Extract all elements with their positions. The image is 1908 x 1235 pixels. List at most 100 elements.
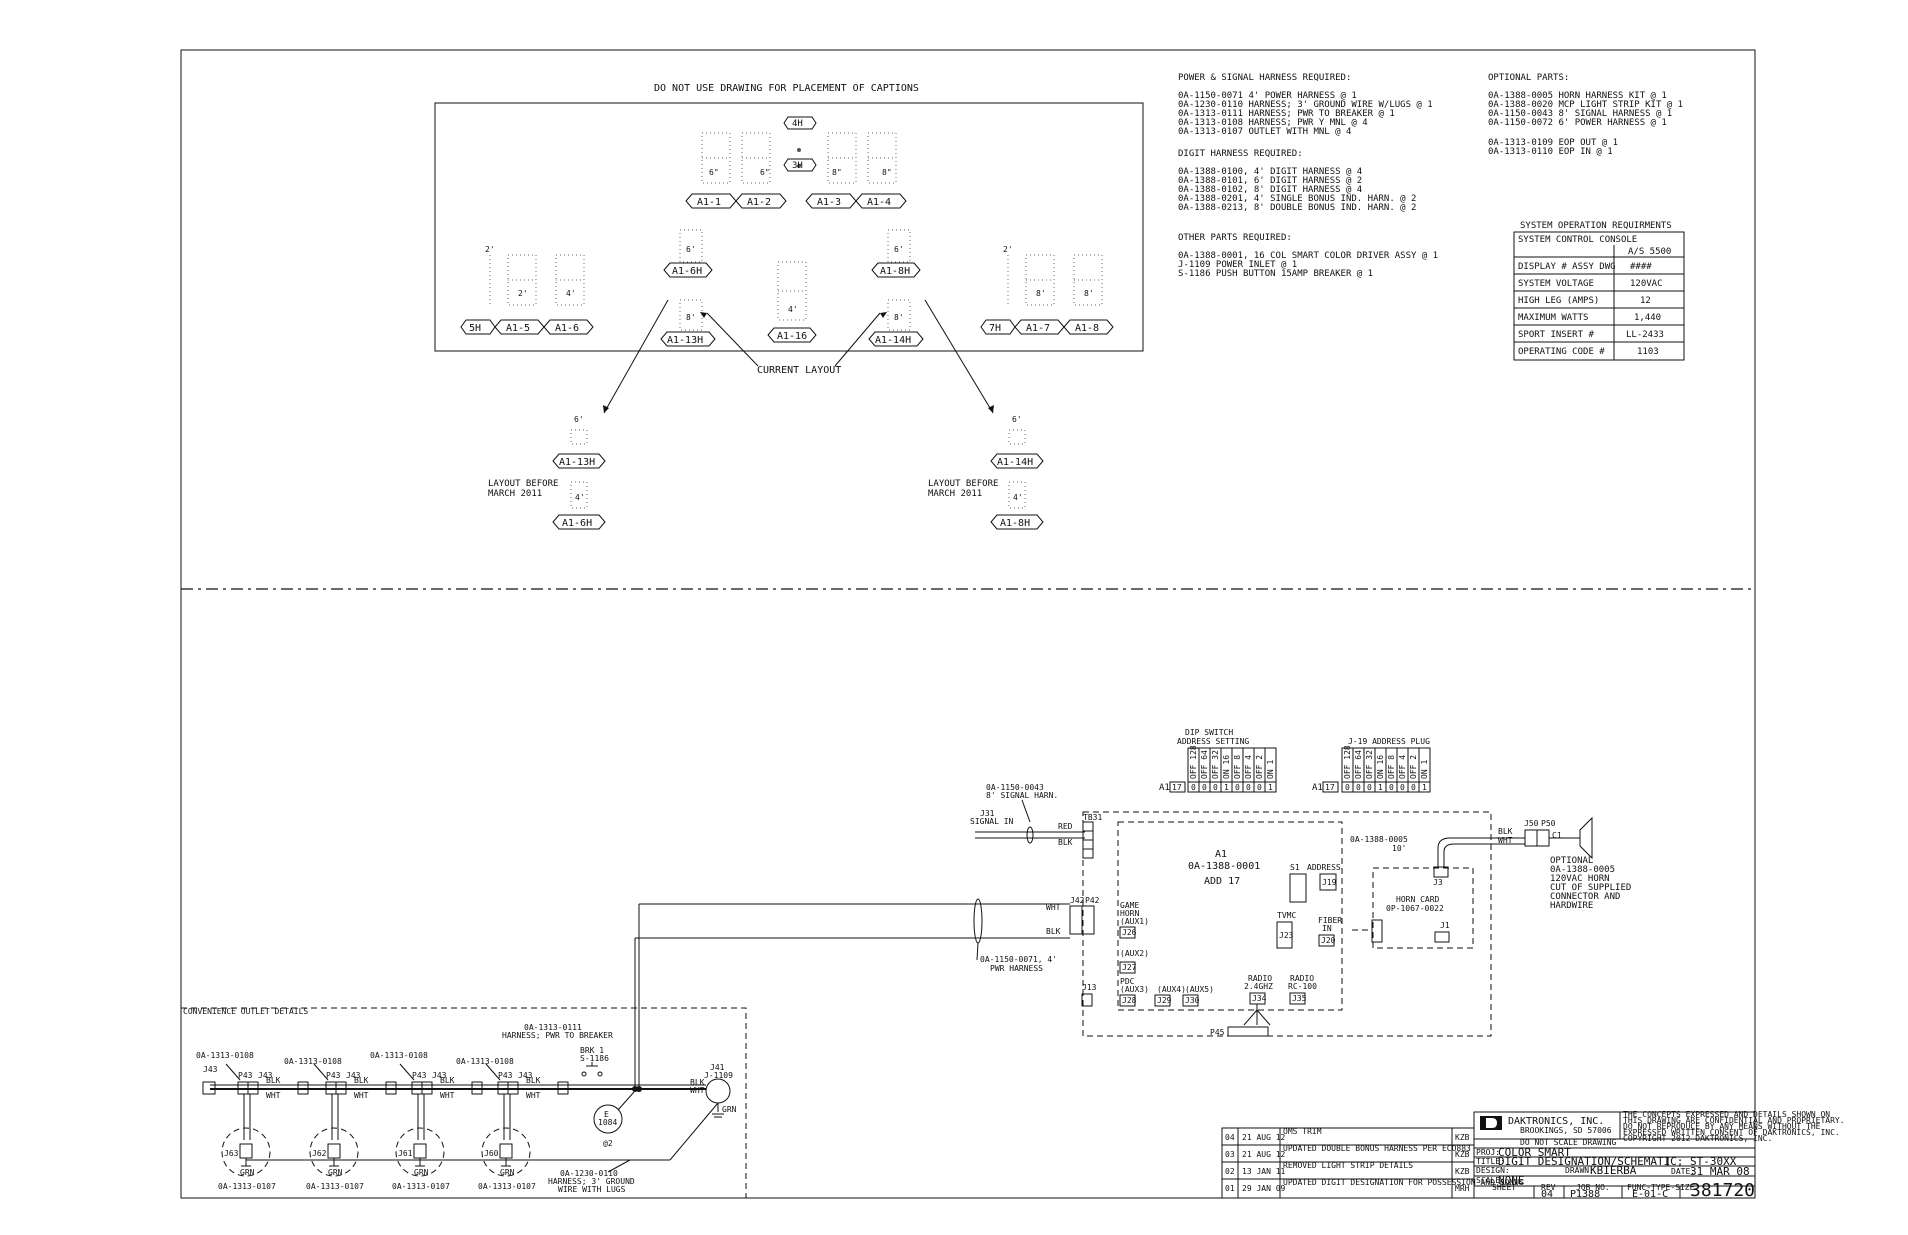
- right-indicator-bottom-addr: A1-14H: [875, 335, 911, 346]
- svg-text:SHEET: SHEET: [1492, 1183, 1516, 1192]
- before-right-inner: 4': [1013, 493, 1023, 502]
- dip-label: OFF 8: [1233, 755, 1242, 779]
- optional-item: 0A-1150-0043 8' SIGNAL HARNESS @ 1: [1488, 109, 1672, 119]
- p50: P50: [1541, 819, 1556, 828]
- inlet-grn: GRN: [722, 1105, 737, 1114]
- dip-title-1: DIP SWITCH: [1185, 728, 1233, 737]
- digit-item: 0A-1388-0102, 8' DIGIT HARNESS @ 4: [1178, 185, 1362, 195]
- outlet-jack: J61: [398, 1149, 413, 1158]
- j3: J3: [1433, 878, 1443, 887]
- svg-text:DESIGN:: DESIGN:: [1476, 1166, 1510, 1175]
- gnd-harn-desc2: WIRE WITH LUGS: [558, 1185, 626, 1194]
- clock-addr-1: A1-1: [697, 197, 721, 208]
- sysop-value: A/S 5500: [1628, 247, 1671, 257]
- j31-label: J31: [980, 809, 995, 818]
- j19-label: OFF 32: [1365, 750, 1374, 779]
- left-indicator-top-addr: A1-6H: [672, 266, 702, 277]
- j23: J23: [1279, 931, 1294, 940]
- horn-icon: [1579, 816, 1593, 860]
- optional-item: 0A-1388-0005 HORN HARNESS KIT @ 1: [1488, 91, 1667, 101]
- drawn-by: KBIERBA: [1590, 1164, 1637, 1177]
- digit-item: 0A-1388-0100, 4' DIGIT HARNESS @ 4: [1178, 167, 1362, 177]
- svg-text:DATE:: DATE:: [1671, 1167, 1695, 1176]
- j19-value: 0: [1400, 783, 1405, 792]
- j28: J28: [1122, 996, 1137, 1005]
- other-item: S-1186 PUSH BUTTON 15AMP BREAKER @ 1: [1178, 269, 1373, 279]
- before-right-addr-1: A1-14H: [997, 457, 1033, 468]
- j13: J13: [1082, 983, 1097, 992]
- svg-text:FUNC-TYPE-SIZE: FUNC-TYPE-SIZE: [1627, 1183, 1695, 1192]
- outlet-wire-blk: BLK: [266, 1076, 281, 1085]
- outlet-grn: GRN: [328, 1168, 343, 1177]
- rev-date: 21 AUG 12: [1242, 1133, 1286, 1142]
- clock-address-tags: [685, 193, 907, 209]
- j50: J50: [1524, 819, 1539, 828]
- rev-by: KZB: [1455, 1133, 1470, 1142]
- a1-title: A1: [1215, 849, 1227, 860]
- svg-text:DO NOT REPRODUCE BY ANY MEANS: DO NOT REPRODUCE BY ANY MEANS WITHOUT TH…: [1623, 1122, 1821, 1131]
- tag-3h: 3H: [792, 161, 803, 171]
- j19-value: 0: [1367, 783, 1372, 792]
- sysop-value: ####: [1630, 262, 1652, 272]
- outlet-wire-wht: WHT: [440, 1091, 455, 1100]
- j19-label: OFF 2: [1409, 755, 1418, 779]
- outlet-wire-wht: WHT: [526, 1091, 541, 1100]
- power-inlet-icon: [705, 1078, 731, 1104]
- optional-title: OPTIONAL PARTS:: [1488, 73, 1569, 83]
- wire-blk-2: BLK: [1046, 927, 1061, 936]
- before-left-size: 6': [574, 415, 584, 424]
- system-operation-table: SYSTEM OPERATION REQUIRMENTS SYSTEM CONT…: [1513, 221, 1685, 361]
- power-item: 0A-1313-0107 OUTLET WITH MNL @ 4: [1178, 127, 1351, 137]
- right-score-addr-2: A1-7: [1026, 323, 1050, 334]
- j30: J30: [1185, 996, 1200, 1005]
- clock-size-4: 8": [882, 168, 892, 177]
- j19-value: 1: [1422, 783, 1427, 792]
- dip-label: ON 16: [1222, 755, 1231, 779]
- svg-text:120VAC HORN: 120VAC HORN: [1550, 874, 1610, 884]
- before-left-inner: 4': [575, 493, 585, 502]
- j43-label: J43: [346, 1071, 361, 1080]
- wire-wht: WHT: [1046, 903, 1061, 912]
- digit-title: DIGIT HARNESS REQUIRED:: [1178, 149, 1303, 159]
- j19-value: 0: [1389, 783, 1394, 792]
- right-score-size: 2': [1003, 245, 1013, 254]
- left-score-addr-2: A1-5: [506, 323, 530, 334]
- right-score-inner-1: 8': [1036, 289, 1046, 298]
- title-block: DAKTRONICS, INC. BROOKINGS, SD 57006 DO …: [1473, 1110, 1845, 1201]
- other-title: OTHER PARTS REQUIRED:: [1178, 233, 1292, 243]
- enclosure: [1082, 811, 1492, 1037]
- outlet-jack: J62: [312, 1149, 327, 1158]
- j19-label: OFF 64: [1354, 750, 1363, 779]
- placement-note: DO NOT USE DRAWING FOR PLACEMENT OF CAPT…: [654, 83, 919, 94]
- fiber-2: IN: [1322, 924, 1332, 933]
- j19-value: 0: [1356, 783, 1361, 792]
- outlet-wire-blk: BLK: [440, 1076, 455, 1085]
- left-score-inner-2: 4': [566, 289, 576, 298]
- left-score-inner-1: 2': [518, 289, 528, 298]
- dip-label: OFF 4: [1244, 755, 1253, 779]
- svg-text:JOB NO.: JOB NO.: [1576, 1183, 1610, 1192]
- gnd-harn-part: 0A-1230-0110: [560, 1169, 618, 1178]
- j19-label: ON 1: [1420, 760, 1429, 779]
- company-city: BROOKINGS, SD 57006: [1520, 1126, 1612, 1135]
- clock-addr-2: A1-2: [747, 197, 771, 208]
- j35: J35: [1292, 994, 1307, 1003]
- fiber-1: FIBER: [1318, 916, 1342, 925]
- digit-item: 0A-1388-0213, 8' DOUBLE BONUS IND. HARN.…: [1178, 203, 1416, 213]
- company-name: DAKTRONICS, INC.: [1508, 1116, 1604, 1127]
- svg-text:DRAWN:: DRAWN:: [1565, 1166, 1594, 1175]
- j20: J20: [1321, 936, 1336, 945]
- power-item: 0A-1313-0108 HARNESS; PWR Y MNL @ 4: [1178, 118, 1368, 128]
- func-type-size: E-01-C: [1632, 1189, 1668, 1200]
- power-item: 0A-1230-0110 HARNESS; 3' GROUND WIRE W/L…: [1178, 100, 1433, 110]
- aux4: (AUX4): [1157, 985, 1186, 994]
- outlet-wire-blk: BLK: [354, 1076, 369, 1085]
- before-left-lower-indicator: [570, 481, 588, 509]
- sysop-value: 120VAC: [1630, 279, 1663, 289]
- dip-addr-num: 17: [1172, 783, 1182, 792]
- j27: J27: [1122, 963, 1137, 972]
